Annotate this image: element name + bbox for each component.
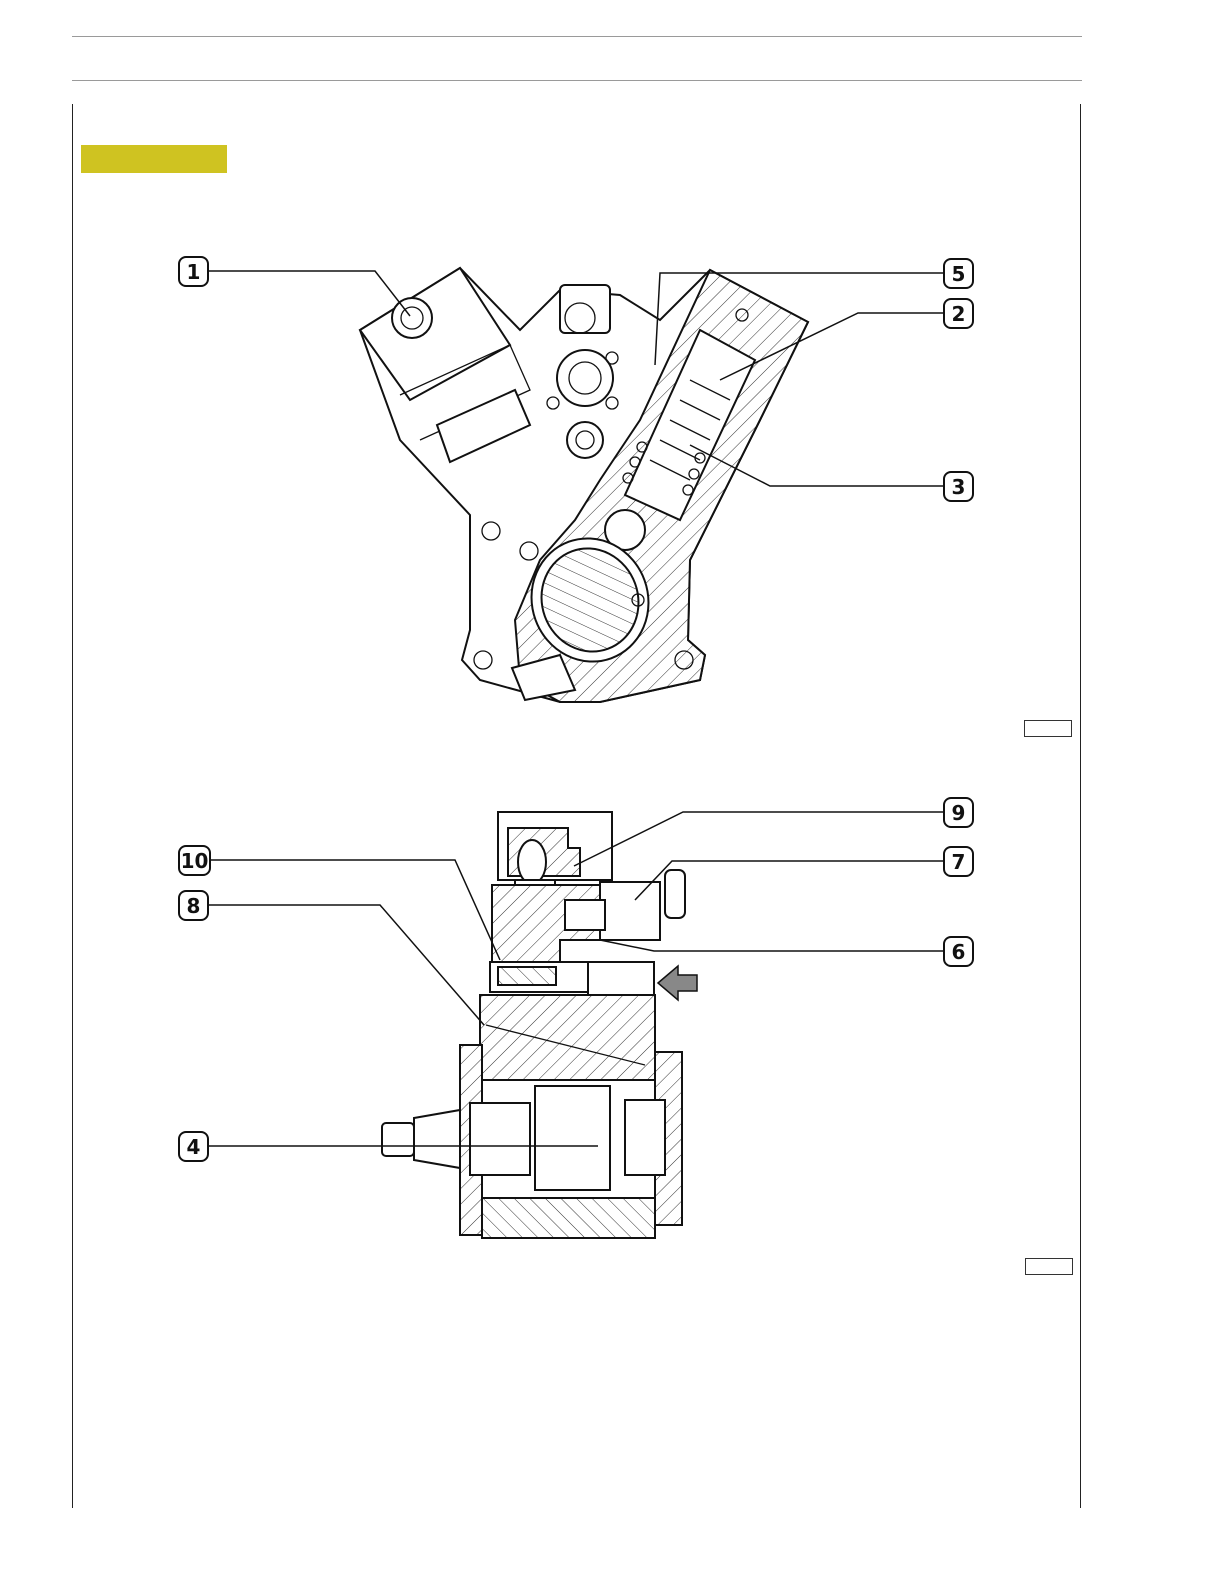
figure-2-section-drawing [382, 812, 697, 1238]
pump-cam [535, 1086, 610, 1190]
callout-4: 4 [179, 1132, 208, 1161]
pump-shaft [470, 1103, 530, 1175]
svg-text:8: 8 [187, 894, 201, 918]
callout-3: 3 [944, 472, 973, 501]
callout-2: 2 [944, 299, 973, 328]
callout-9: 9 [944, 798, 973, 827]
svg-text:10: 10 [181, 849, 209, 873]
pressure-regulator-body [600, 882, 660, 940]
metering-unit-connector [392, 298, 432, 338]
svg-text:6: 6 [952, 940, 966, 964]
svg-text:3: 3 [952, 475, 966, 499]
fuel-inlet-fitting [588, 962, 654, 996]
figure-1-pump-drawing [360, 268, 808, 702]
outlet-fitting [557, 350, 613, 406]
svg-text:7: 7 [952, 850, 966, 874]
svg-text:9: 9 [952, 801, 966, 825]
callout-7: 7 [944, 847, 973, 876]
callout-1: 1 [179, 257, 208, 286]
svg-text:4: 4 [187, 1135, 201, 1159]
svg-text:2: 2 [952, 302, 966, 326]
pump-head-section [480, 995, 655, 1080]
svg-text:5: 5 [952, 262, 966, 286]
svg-text:1: 1 [187, 260, 201, 284]
callout-8: 8 [179, 891, 208, 920]
callout-10: 10 [179, 846, 210, 875]
callout-6: 6 [944, 937, 973, 966]
callout-5: 5 [944, 259, 973, 288]
arrow-left-icon [658, 966, 697, 1000]
